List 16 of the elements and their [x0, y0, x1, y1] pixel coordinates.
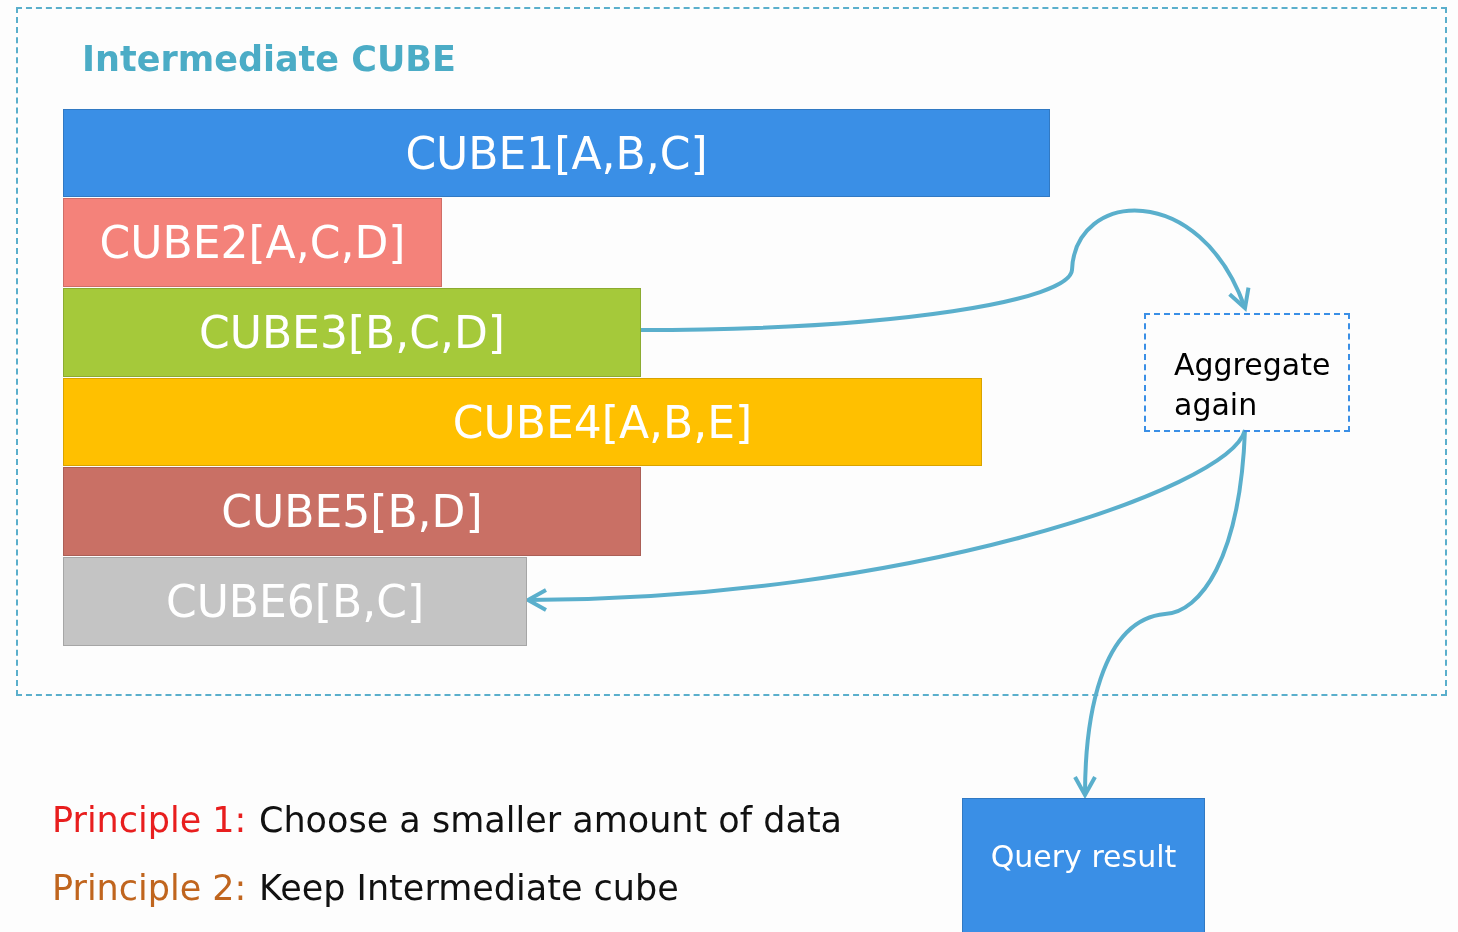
cube-bar: CUBE5[B,D]	[63, 467, 641, 556]
cube-bar: CUBE2[A,C,D]	[63, 198, 442, 287]
principle-text: Principle 2:	[52, 868, 247, 908]
dashed-group-frame	[16, 7, 1447, 696]
principle-text: Principle 1:	[52, 800, 247, 840]
arrow	[1073, 429, 1247, 797]
principle-text: Keep Intermediate cube	[259, 868, 679, 908]
cube-bar: CUBE6[B,C]	[63, 557, 527, 646]
cube-bar: CUBE4[A,B,E]	[63, 378, 982, 466]
result-box: Query result	[962, 798, 1205, 932]
cube-bar: CUBE1[A,B,C]	[63, 109, 1050, 197]
process-box: Aggregate again	[1144, 313, 1350, 432]
cube-bar: CUBE3[B,C,D]	[63, 288, 641, 377]
principle-text: Choose a smaller amount of data	[259, 800, 843, 840]
group-heading: Intermediate CUBE	[82, 39, 456, 79]
arrow	[639, 209, 1249, 332]
